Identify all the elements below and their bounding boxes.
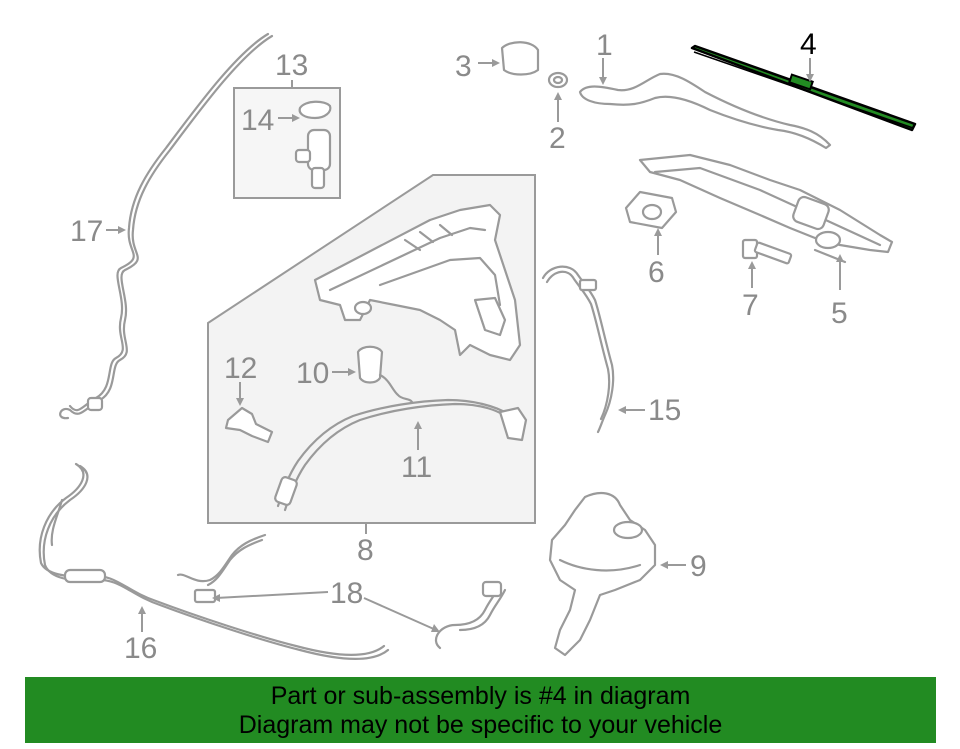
part-8-reservoir-rib3 (403, 223, 454, 252)
part-11-filler-tube-b (276, 398, 510, 508)
callout-1: 1 (596, 29, 613, 62)
part-15-hose (541, 265, 615, 434)
callout-11: 11 (401, 451, 432, 484)
part-11-coupler (274, 476, 298, 506)
callout-18: 18 (330, 577, 363, 610)
part-15-connector (578, 278, 598, 292)
part-16-sleeve (63, 568, 107, 584)
part-5-pivot (814, 230, 842, 250)
part-9-reservoir (548, 491, 657, 657)
part-16-branch (50, 498, 64, 547)
part-11-end (498, 406, 528, 442)
part-8-reservoir-frame (313, 203, 522, 362)
part-10-pump (356, 345, 384, 384)
part-18-fitting-a (193, 588, 217, 604)
callout-3: 3 (455, 50, 472, 83)
part-18-fitting-b (481, 580, 503, 598)
callout-15: 15 (648, 394, 681, 427)
part-6-cap-hole (641, 203, 663, 221)
part-8-reservoir-grommet (353, 300, 373, 316)
callout-17: 17 (70, 215, 103, 248)
part-8-reservoir-rib1 (328, 226, 487, 292)
part-9-ridge (558, 558, 642, 572)
part-16-hose (42, 464, 390, 660)
part-11-filler-tube (283, 402, 512, 512)
callout-2: 2 (549, 122, 566, 155)
part-12-sensor (224, 406, 274, 444)
callout-10: 10 (296, 357, 329, 390)
part-18-hose-b2 (458, 588, 507, 632)
part-9-filler-cap (612, 520, 644, 540)
info-banner: Part or sub-assembly is #4 in diagram Di… (25, 677, 936, 743)
leaders (106, 58, 844, 632)
part-14-seal (298, 100, 332, 120)
part-4-wiper-blade-spine (693, 51, 914, 129)
callout-12: 12 (224, 352, 257, 385)
part-4-blade-adapter (788, 73, 814, 91)
part-18-hose-b (434, 583, 502, 650)
part-13-nozzle-tip (310, 166, 326, 190)
part-18-hose-a2 (206, 538, 264, 587)
part-15-hose-b (545, 270, 611, 421)
part-2-nut-inner (552, 75, 564, 85)
part-8-reservoir-rib2 (378, 256, 502, 307)
banner-line-2: Diagram may not be specific to your vehi… (238, 711, 723, 739)
part-10-wire (378, 373, 414, 404)
part-5-linkage-rail (653, 166, 882, 247)
part-7-bolt-shaft (753, 241, 793, 265)
callout-8: 8 (357, 534, 374, 567)
part-5-motor (792, 195, 830, 231)
callout-13: 13 (275, 49, 308, 82)
part-18-hose-a (176, 533, 267, 583)
part-8-reservoir-pocket (473, 296, 507, 337)
callout-16: 16 (124, 632, 157, 665)
part-13-nozzle-side (294, 148, 312, 164)
part-13-nozzle-body (306, 128, 332, 172)
callout-7: 7 (742, 289, 759, 322)
banner-line-1: Part or sub-assembly is #4 in diagram (270, 682, 691, 710)
part-17-hose-b (68, 32, 270, 412)
callout-5: 5 (831, 297, 848, 330)
part-3-cap (500, 41, 540, 76)
callout-6: 6 (648, 256, 665, 289)
callout-14: 14 (241, 104, 274, 137)
part-5-linkage (638, 153, 894, 254)
part-17-connector (86, 396, 104, 412)
callout-4: 4 (800, 28, 817, 61)
part-17-hose (59, 34, 274, 420)
part-1-wiper-arm (578, 72, 832, 150)
callout-9: 9 (690, 550, 707, 583)
